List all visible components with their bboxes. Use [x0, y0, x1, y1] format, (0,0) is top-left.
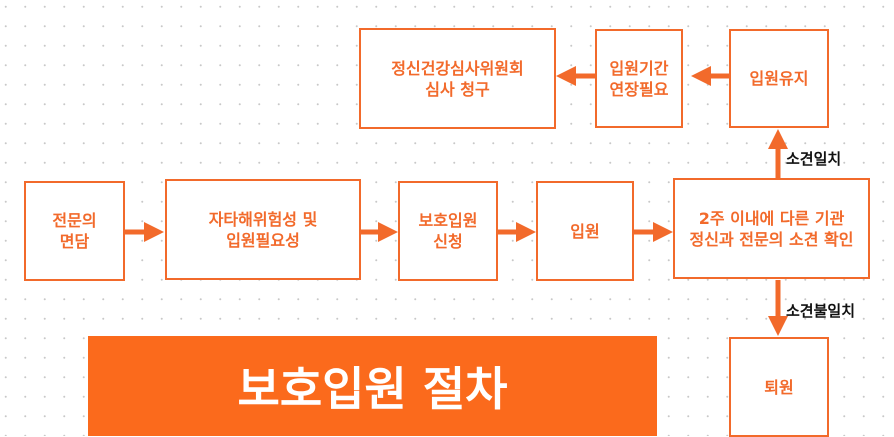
- node-extend: 입원기간 연장필요: [595, 29, 683, 128]
- node-risk: 자타해위험성 및 입원필요성: [165, 179, 361, 280]
- title-banner: 보호입원 절차: [88, 336, 657, 436]
- node-keep: 입원유지: [729, 29, 829, 128]
- node-interview: 전문의 면담: [24, 181, 125, 281]
- node-admit: 입원: [536, 181, 634, 281]
- label-disagree: 소견불일치: [786, 302, 856, 320]
- node-apply: 보호입원 신청: [398, 181, 498, 281]
- label-agree: 소견일치: [786, 150, 842, 168]
- node-review: 정신건강심사위원회 심사 청구: [359, 28, 556, 129]
- node-confirm: 2주 이내에 다른 기관 정신과 전문의 소견 확인: [673, 178, 870, 279]
- node-discharge: 퇴원: [729, 337, 829, 437]
